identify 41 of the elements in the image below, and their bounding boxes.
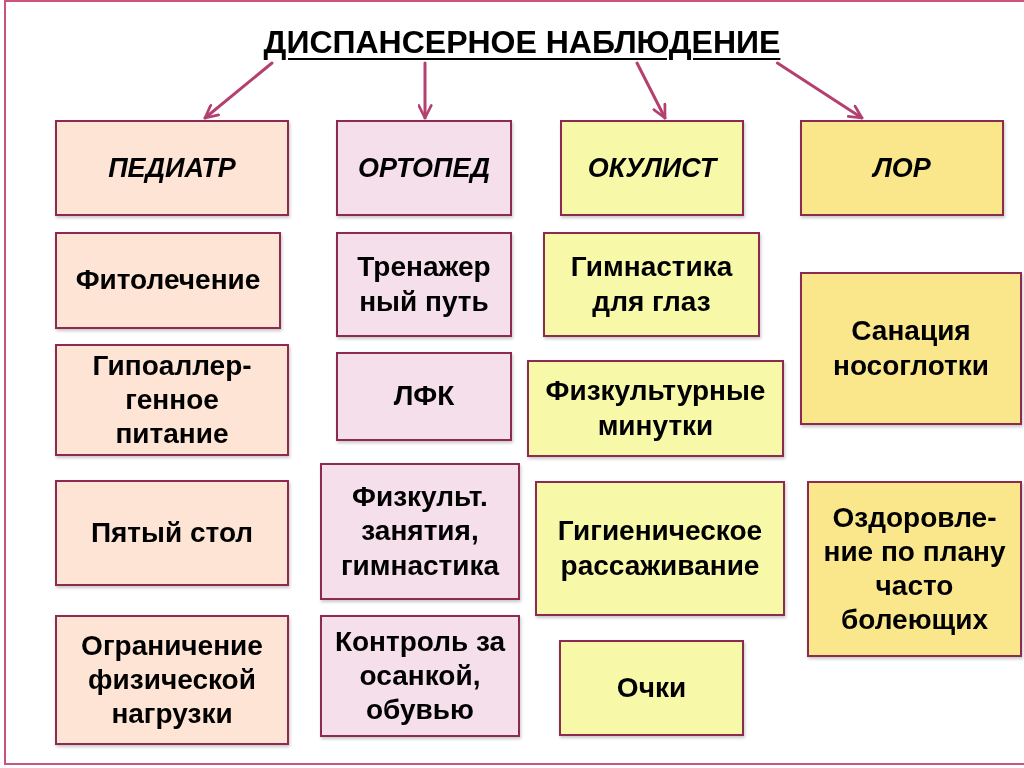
measure-text: Очки (616, 670, 687, 705)
specialist-name: ОРТОПЕД (357, 151, 490, 185)
measure-box (527, 360, 784, 457)
specialist-box (800, 120, 1004, 216)
arrow (203, 61, 274, 120)
measure-box (336, 232, 512, 337)
arrow (775, 61, 864, 120)
specialist-name: ОКУЛИСТ (587, 151, 717, 185)
measure-text: Санация носоглотки (831, 314, 991, 383)
measure-text: Физкульт. занятия, гимнастика (339, 480, 501, 583)
measure-box (559, 640, 744, 736)
measure-text: Ограничение физической нагрузки (80, 628, 264, 732)
measure-text: Фитолечение (75, 263, 261, 298)
measure-box (55, 615, 289, 745)
measure-box (55, 232, 281, 329)
measure-text: ЛФК (393, 379, 455, 414)
specialist-box (336, 120, 512, 216)
specialist-name: ЛОР (873, 151, 931, 185)
measure-text: Тренажер ный путь (356, 250, 492, 319)
measure-text: Гигиеническое рассаживание (556, 514, 764, 583)
diagram-heading: ДИСПАНСЕРНОЕ НАБЛЮДЕНИЕ (263, 22, 781, 62)
measure-text: Гимнастика для глаз (569, 250, 734, 319)
measure-box (543, 232, 760, 337)
specialist-box (560, 120, 744, 216)
measure-text: Контроль за осанкой, обувью (333, 624, 507, 728)
measure-text: Физкультурные минутки (544, 374, 767, 443)
measure-box (320, 463, 520, 600)
measure-box (55, 480, 289, 586)
measure-box (535, 481, 785, 616)
measure-text: Гипоаллер- генное питание (91, 348, 253, 452)
arrow (635, 61, 667, 120)
measure-box (807, 481, 1022, 657)
measure-box (336, 352, 512, 441)
measure-text: Оздоровле- ние по плану часто болеющих (822, 500, 1007, 638)
specialist-name: ПЕДИАТР (108, 151, 236, 185)
specialist-box (55, 120, 289, 216)
measure-box (800, 272, 1022, 425)
measure-box (320, 615, 520, 737)
measure-box (55, 344, 289, 456)
arrow (417, 61, 433, 120)
measure-text: Пятый стол (90, 515, 254, 550)
